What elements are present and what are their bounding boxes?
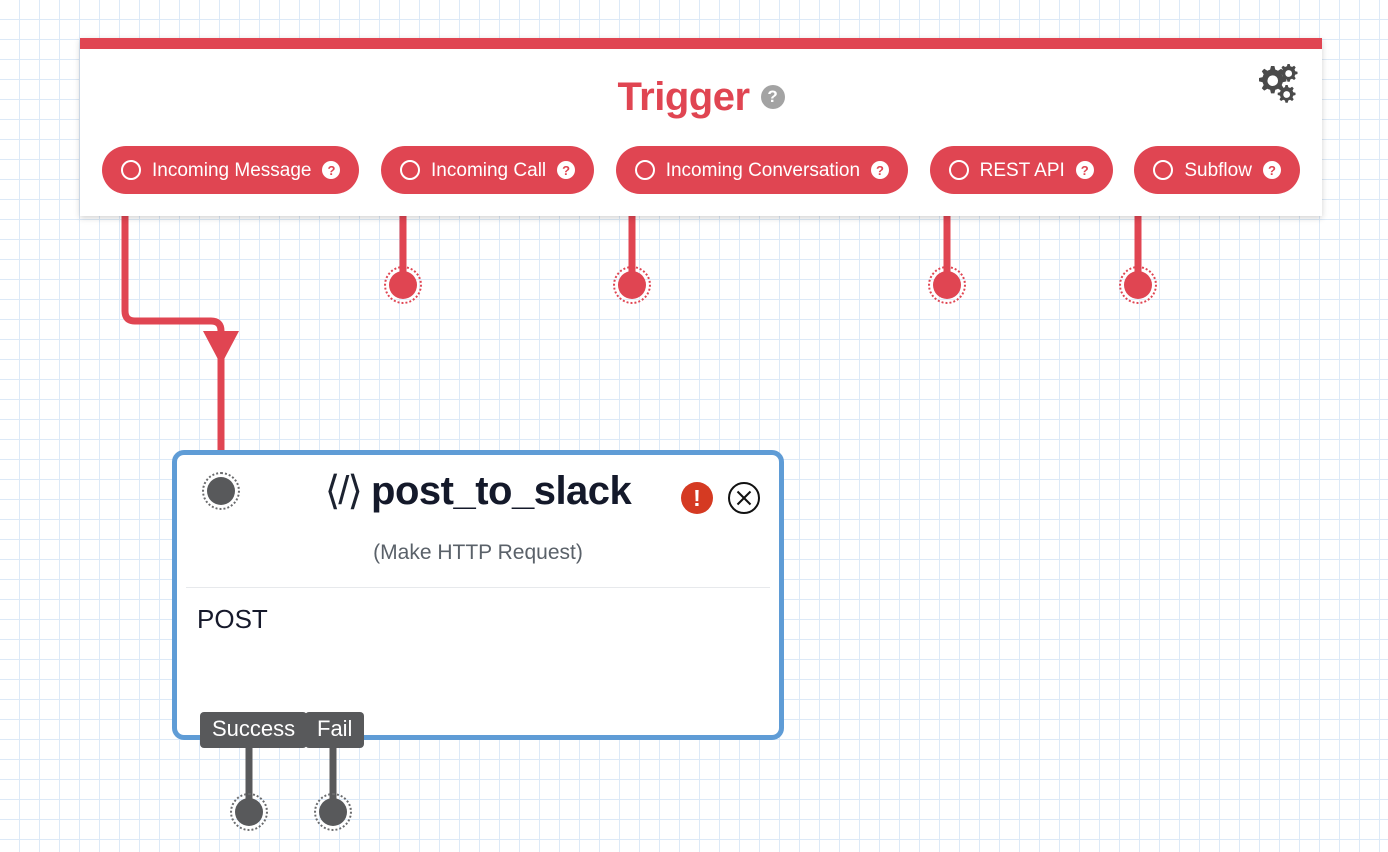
port-success-output[interactable]: [230, 793, 268, 831]
node-divider: [186, 587, 770, 588]
node-card-post-to-slack[interactable]: ⟨/⟩ post_to_slack ! (Make HTTP Request) …: [172, 450, 784, 740]
port-rest-api-output[interactable]: [928, 266, 966, 304]
edge-incoming-message-to-node: [121, 190, 225, 490]
node-title: post_to_slack: [371, 469, 632, 513]
error-exclamation-icon[interactable]: !: [681, 482, 713, 514]
help-icon[interactable]: ?: [1262, 161, 1281, 179]
radio-circle-icon: [121, 160, 141, 180]
radio-circle-icon: [400, 160, 421, 180]
page-title: Trigger: [617, 74, 750, 119]
trigger-pill-incoming-message[interactable]: Incoming Message ?: [102, 146, 360, 194]
output-chip-success[interactable]: Success: [200, 712, 308, 748]
trigger-pill-label: REST API: [979, 159, 1065, 181]
trigger-pill-incoming-call[interactable]: Incoming Call ?: [381, 146, 595, 194]
edge-arrowhead: [203, 331, 239, 365]
radio-circle-icon: [1153, 160, 1174, 180]
help-icon[interactable]: ?: [322, 161, 341, 179]
trigger-pill-subflow[interactable]: Subflow ?: [1134, 146, 1300, 194]
node-subtitle: (Make HTTP Request): [373, 541, 583, 564]
trigger-pill-list: Incoming Message ? Incoming Call ? Incom…: [102, 146, 1300, 194]
radio-circle-icon: [634, 160, 655, 180]
port-incoming-call-output[interactable]: [384, 266, 422, 304]
port-incoming-conversation-output[interactable]: [613, 266, 651, 304]
node-actions: !: [681, 481, 761, 515]
trigger-panel-accent-bar: [80, 38, 1322, 49]
trigger-pill-label: Incoming Conversation: [665, 159, 861, 181]
port-subflow-output[interactable]: [1119, 266, 1157, 304]
trigger-pill-incoming-conversation[interactable]: Incoming Conversation ?: [615, 146, 909, 194]
code-icon: ⟨/⟩: [324, 469, 363, 513]
trigger-title-row: Trigger ?: [80, 49, 1322, 144]
help-icon[interactable]: ?: [557, 161, 576, 179]
close-circle-icon[interactable]: [727, 481, 761, 515]
trigger-pill-label: Incoming Message: [152, 159, 312, 181]
node-http-method: POST: [197, 604, 268, 634]
node-title-wrap: ⟨/⟩ post_to_slack: [177, 469, 779, 513]
port-node-input[interactable]: [202, 472, 240, 510]
help-icon[interactable]: ?: [760, 84, 785, 109]
trigger-panel: Trigger ? Incoming Message ? Incoming Ca…: [80, 38, 1322, 216]
help-icon[interactable]: ?: [871, 161, 890, 179]
trigger-pill-label: Subflow: [1184, 159, 1252, 181]
port-fail-output[interactable]: [314, 793, 352, 831]
trigger-pill-label: Incoming Call: [431, 159, 547, 181]
trigger-pill-rest-api[interactable]: REST API ?: [929, 146, 1113, 194]
output-chip-fail[interactable]: Fail: [305, 712, 365, 748]
radio-circle-icon: [948, 160, 969, 180]
help-icon[interactable]: ?: [1075, 161, 1094, 179]
node-header: ⟨/⟩ post_to_slack !: [177, 455, 779, 543]
gears-icon[interactable]: [1252, 60, 1300, 108]
